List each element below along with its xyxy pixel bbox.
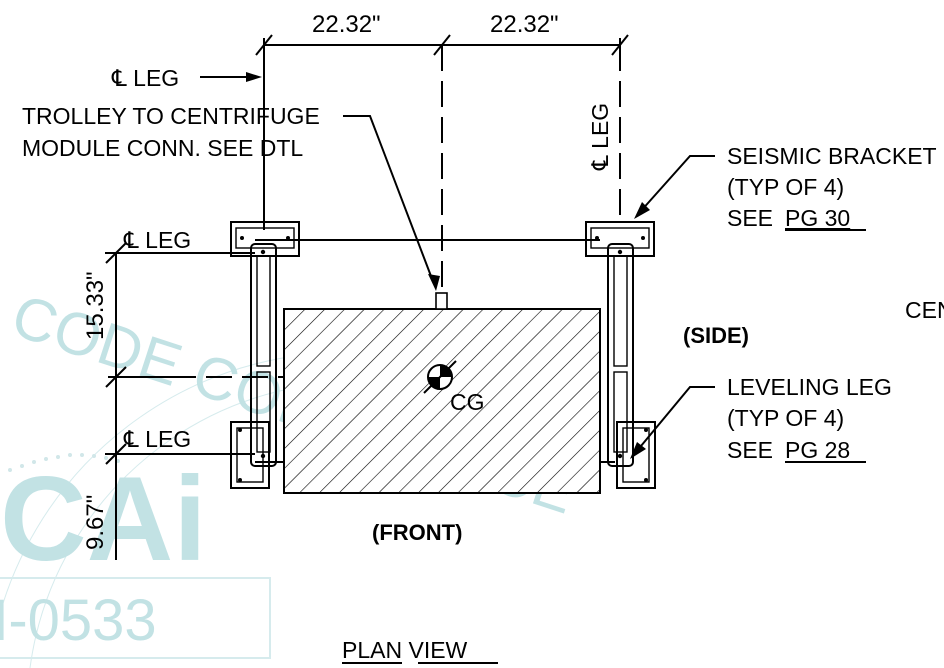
- trolley-connector: [435, 292, 448, 310]
- watermark-code-box: [0, 577, 271, 659]
- left-trolley-frame: [230, 221, 300, 489]
- label-leveling-line1: LEVELING LEG: [727, 374, 892, 400]
- leader-seismic: [639, 155, 715, 213]
- label-cg: CG: [450, 389, 485, 415]
- dim-side-lower: 9.67": [82, 495, 109, 550]
- label-front: (FRONT): [372, 520, 462, 545]
- view-title: PLAN VIEW: [342, 637, 468, 663]
- leader-leveling: [635, 386, 715, 453]
- label-trolley-line1: TROLLEY TO CENTRIFUGE: [22, 103, 320, 129]
- label-cl-leg-mid: ℄ LEG: [123, 227, 191, 253]
- label-seismic-line1: SEISMIC BRACKET: [727, 143, 937, 169]
- right-trolley-frame: [585, 221, 656, 489]
- dim-top-left: 22.32": [312, 11, 381, 38]
- label-trolley-line2: MODULE CONN. SEE DTL: [22, 135, 303, 161]
- label-cl-leg-low: ℄ LEG: [123, 426, 191, 452]
- watermark-code: M-0533: [0, 588, 157, 653]
- dim-top-right: 22.32": [490, 11, 559, 38]
- label-leveling-line2: (TYP OF 4): [727, 405, 844, 431]
- label-cl-leg-top: ℄ LEG: [111, 65, 179, 91]
- dim-side-upper: 15.33": [82, 271, 109, 340]
- label-seismic-see: SEE: [727, 205, 773, 231]
- label-cut-off: CEN: [905, 297, 944, 323]
- watermark-dots: [8, 453, 120, 472]
- top-dimension: 22.32" 22.32": [255, 11, 629, 230]
- watermark-logo: CAi: [0, 452, 207, 586]
- centrifuge-module: [283, 308, 601, 494]
- link-seismic-page: PG 30: [785, 205, 850, 231]
- label-seismic-line2: (TYP OF 4): [727, 174, 844, 200]
- label-side: (SIDE): [683, 323, 749, 348]
- link-leveling-page: PG 28: [785, 437, 850, 463]
- label-cl-leg-vertical: ℄ LEG: [587, 103, 613, 171]
- leader-trolley: [343, 115, 435, 285]
- cg-symbol: [423, 360, 457, 394]
- label-leveling-see: SEE: [727, 437, 773, 463]
